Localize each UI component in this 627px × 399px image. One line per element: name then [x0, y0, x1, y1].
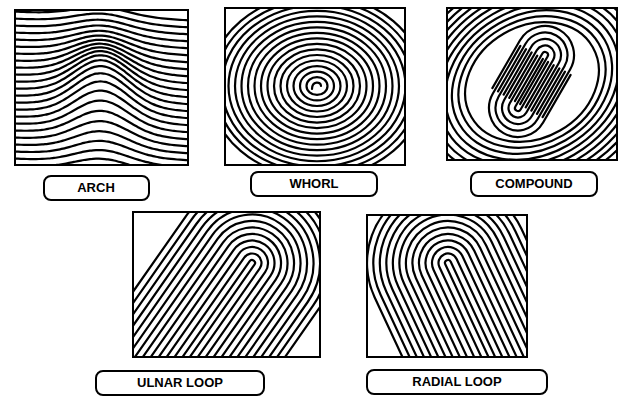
label-box: COMPOUND: [470, 171, 598, 197]
label-box: ULNAR LOOP: [95, 370, 265, 396]
ridge-line: [478, 46, 570, 148]
ridge-line: [307, 77, 328, 95]
loop-ridges: [367, 215, 527, 357]
label-box: RADIAL LOOP: [366, 369, 548, 395]
ridge-line: [133, 212, 320, 357]
loop-ridges: [478, 46, 570, 148]
ridge-line: [15, 111, 188, 140]
loop-ridges: [487, 49, 565, 139]
panel-ground: [225, 8, 405, 165]
fingerprint-panel: [364, 0, 627, 241]
loop-ridges: [367, 215, 527, 357]
ridge-line: [225, 8, 405, 165]
ridge-line: [261, 38, 373, 133]
ridge-line: [274, 49, 360, 122]
ridge-line: [447, 8, 617, 160]
panel-border: [133, 212, 320, 357]
fingerprint-ridges: [133, 212, 320, 357]
ridge-line: [447, 8, 617, 160]
ridge-line: [447, 8, 617, 160]
ridge-line: [392, 215, 527, 357]
ridge-line: [15, 73, 188, 111]
ridge-line: [235, 16, 399, 155]
label-box: WHORL: [250, 171, 378, 197]
ridge-line: [15, 150, 188, 165]
ridge-line: [15, 66, 188, 104]
panel-border: [225, 8, 405, 165]
ridge-line: [409, 224, 527, 357]
loop-ridges: [498, 24, 576, 114]
ridge-line: [281, 55, 354, 117]
panel-border: [367, 215, 527, 357]
pattern-label: WHORL: [289, 176, 338, 192]
ridge-line: [367, 215, 527, 357]
loop-ridges: [392, 215, 527, 357]
pattern-label: ARCH: [77, 180, 115, 196]
ridge-line: [498, 24, 576, 114]
fingerprint-ridges: [15, 10, 188, 165]
loop-ridges: [384, 215, 527, 357]
ridge-line: [225, 8, 405, 165]
fingerprint-ridges: [225, 8, 405, 165]
ridge-line: [294, 66, 341, 106]
panel-border: [447, 8, 617, 160]
loop-ridges: [367, 215, 527, 357]
fingerprint-panel: [9, 7, 192, 174]
loop-ridges: [367, 215, 527, 357]
ridge-line: [225, 8, 405, 165]
ridge-line: [287, 61, 347, 112]
ridge-line: [133, 212, 320, 357]
ridge-line: [447, 8, 617, 160]
ridge-line: [367, 215, 527, 357]
ridge-line: [487, 49, 565, 139]
panel-ground: [447, 8, 617, 160]
ridge-line: [447, 8, 617, 160]
ridge-line: [367, 215, 527, 357]
ridge-line: [447, 8, 617, 160]
pattern-label: ULNAR LOOP: [137, 375, 223, 391]
label-box: ARCH: [43, 175, 150, 201]
fingerprint-panel: [209, 0, 425, 178]
fingerprint-ridges: [367, 215, 527, 357]
pattern-label: RADIAL LOOP: [412, 374, 501, 390]
panel-border: [15, 10, 188, 165]
loop-ridges: [492, 15, 584, 117]
ridge-line: [492, 15, 584, 117]
ridge-line: [15, 121, 188, 146]
pattern-label: COMPOUND: [495, 176, 572, 192]
loop-ridges: [409, 224, 527, 357]
ridge-line: [367, 215, 527, 357]
ridge-line: [447, 8, 617, 160]
loop-ridges: [133, 212, 320, 357]
loop-ridges: [401, 216, 527, 357]
ridge-line: [229, 11, 406, 161]
ridge-line: [447, 8, 617, 160]
ridge-line: [312, 83, 321, 89]
ridge-line: [447, 8, 617, 160]
ridge-line: [15, 101, 188, 133]
ridge-line: [447, 8, 617, 160]
ridge-line: [300, 72, 334, 101]
ridge-line: [242, 22, 393, 150]
loop-ridges: [133, 212, 320, 357]
ridge-line: [401, 216, 527, 357]
ridge-line: [248, 27, 386, 144]
ridge-line: [384, 215, 527, 357]
ridge-line: [255, 33, 380, 139]
ridge-line: [268, 44, 367, 128]
fingerprint-ridges: [447, 8, 617, 160]
